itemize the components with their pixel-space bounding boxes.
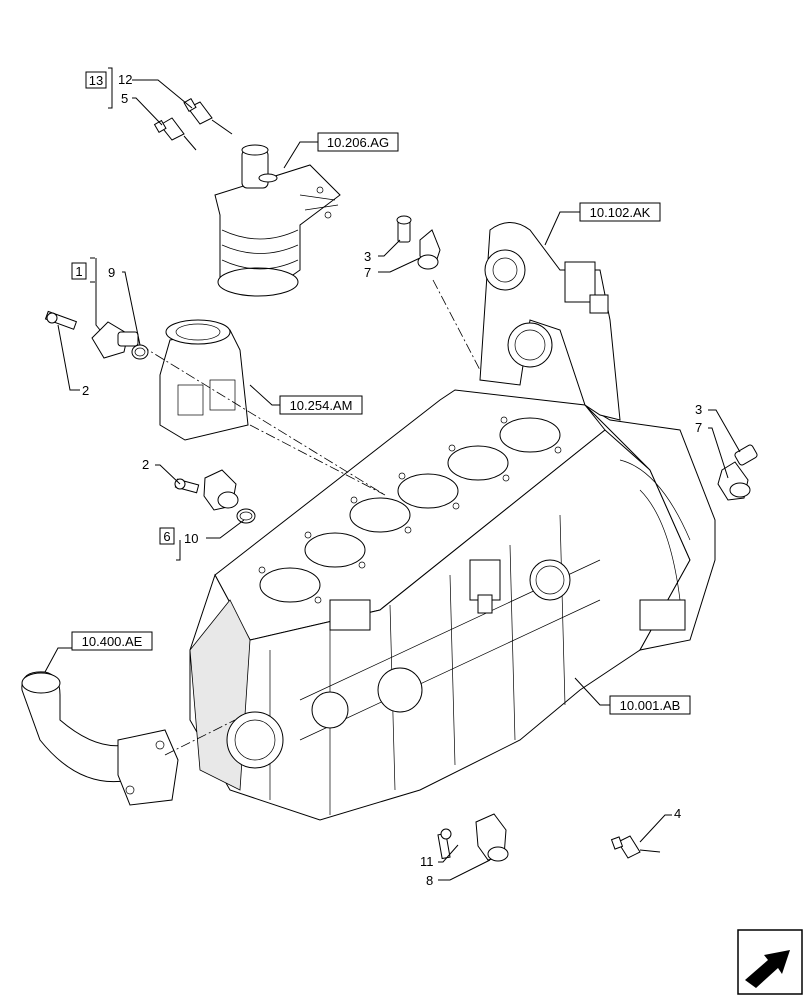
speed-sensor-upper (396, 215, 441, 270)
svg-text:10.254.AM: 10.254.AM (290, 398, 353, 413)
group-box-6[interactable]: 6 (159, 527, 175, 545)
callout-7-upper: 7 (364, 265, 371, 280)
callout-7-right: 7 (695, 420, 702, 435)
svg-text:10.102.AK: 10.102.AK (590, 205, 651, 220)
svg-text:6: 6 (163, 529, 170, 544)
callout-5: 5 (121, 91, 128, 106)
ref-box-10001AB[interactable]: 10.001.AB (609, 695, 691, 715)
temperature-sensor-12 (183, 97, 233, 135)
callout-3-upper: 3 (364, 249, 371, 264)
ref-box-10102AK[interactable]: 10.102.AK (579, 202, 661, 222)
callout-numbers: 12 5 9 2 3 7 3 7 2 10 4 11 8 (82, 72, 702, 888)
cylinder-bores (259, 417, 561, 603)
pressure-sensor-8 (437, 813, 509, 862)
ref-box-10400AE[interactable]: 10.400.AE (71, 631, 153, 651)
callout-2-left: 2 (82, 383, 89, 398)
temperature-sensor-5 (153, 117, 197, 151)
temperature-sensor-4 (610, 835, 661, 859)
callout-10: 10 (184, 531, 198, 546)
callout-2-mid: 2 (142, 457, 149, 472)
svg-text:1: 1 (75, 264, 82, 279)
assembly-lines (139, 279, 481, 756)
callout-11: 11 (420, 854, 434, 869)
timing-housing (479, 222, 621, 421)
water-pipe-elbow (21, 671, 179, 806)
callout-12: 12 (118, 72, 132, 87)
speed-sensor-right (717, 444, 758, 501)
next-page-arrow-icon[interactable] (737, 929, 803, 995)
svg-text:10.001.AB: 10.001.AB (620, 698, 681, 713)
ref-box-10206AG[interactable]: 10.206.AG (317, 132, 399, 152)
group-box-13[interactable]: 13 (85, 71, 107, 89)
svg-text:10.400.AE: 10.400.AE (82, 634, 143, 649)
engine-block (189, 389, 716, 821)
leader-lines (44, 67, 741, 881)
callout-3-right: 3 (695, 402, 702, 417)
callout-4: 4 (674, 806, 681, 821)
oil-filter-housing (214, 144, 341, 297)
callout-9: 9 (108, 265, 115, 280)
ref-box-10254AM[interactable]: 10.254.AM (279, 395, 363, 415)
group-box-1[interactable]: 1 (71, 262, 87, 280)
svg-text:10.206.AG: 10.206.AG (327, 135, 389, 150)
pressure-sensor-6 (174, 469, 256, 524)
callout-8: 8 (426, 873, 433, 888)
svg-text:13: 13 (89, 73, 103, 88)
sensor-1 (44, 310, 149, 360)
thermostat-housing (159, 319, 249, 441)
